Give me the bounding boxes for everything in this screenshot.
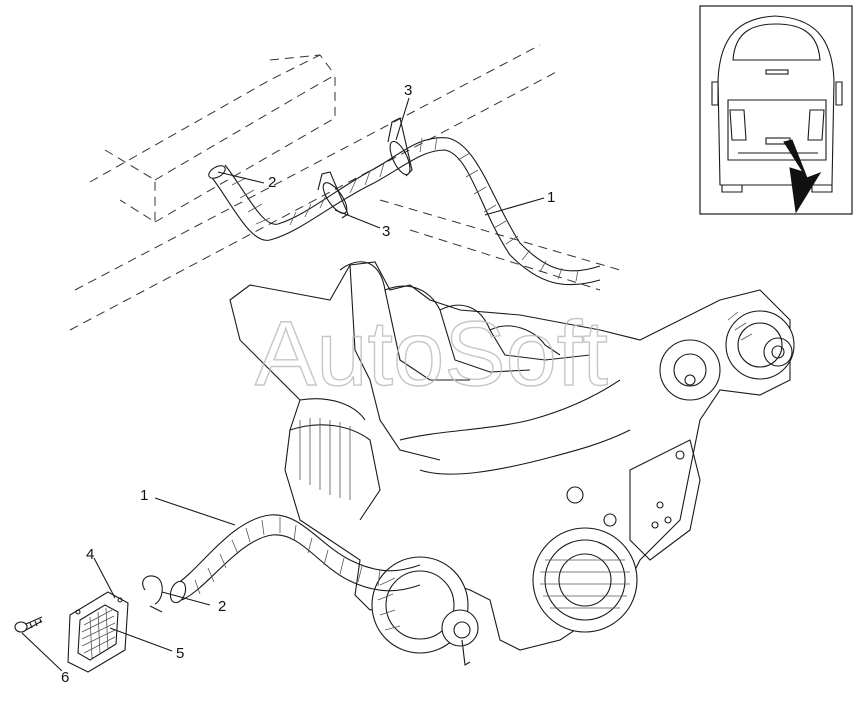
hose-clamp-lower (142, 575, 163, 613)
intake-grille (67, 591, 129, 673)
bus-rear-locator-inset (699, 5, 853, 215)
crank-pulley (532, 527, 638, 633)
callouts: 3 2 1 3 1 4 2 5 6 (61, 82, 555, 686)
callout-3-top: 3 (404, 82, 412, 99)
head-ribs (299, 418, 351, 500)
callout-2-bottom: 2 (218, 598, 226, 615)
callout-6: 6 (61, 669, 69, 686)
watermark-text: AutoSoft (255, 303, 608, 405)
hose-clamp-middle (317, 171, 349, 219)
callout-1-bottom: 1 (140, 487, 148, 504)
callout-1-top: 1 (547, 189, 555, 206)
callout-4: 4 (86, 546, 94, 563)
mounting-bracket (566, 439, 701, 561)
frame-dashed-outline (69, 44, 621, 331)
alternator-upper (659, 310, 795, 401)
upper-corrugated-hose (208, 136, 601, 286)
callout-3-mid: 3 (382, 223, 390, 240)
hose-ribs-upper (231, 136, 579, 282)
hose-ribs-lower (194, 517, 381, 595)
callout-2-top: 2 (268, 174, 276, 191)
alternator-lower (371, 556, 479, 666)
leader-lines (21, 97, 545, 672)
screw (14, 616, 43, 633)
engine-block (229, 261, 791, 651)
hose-clamp-top (387, 117, 413, 177)
callout-5: 5 (176, 645, 184, 662)
